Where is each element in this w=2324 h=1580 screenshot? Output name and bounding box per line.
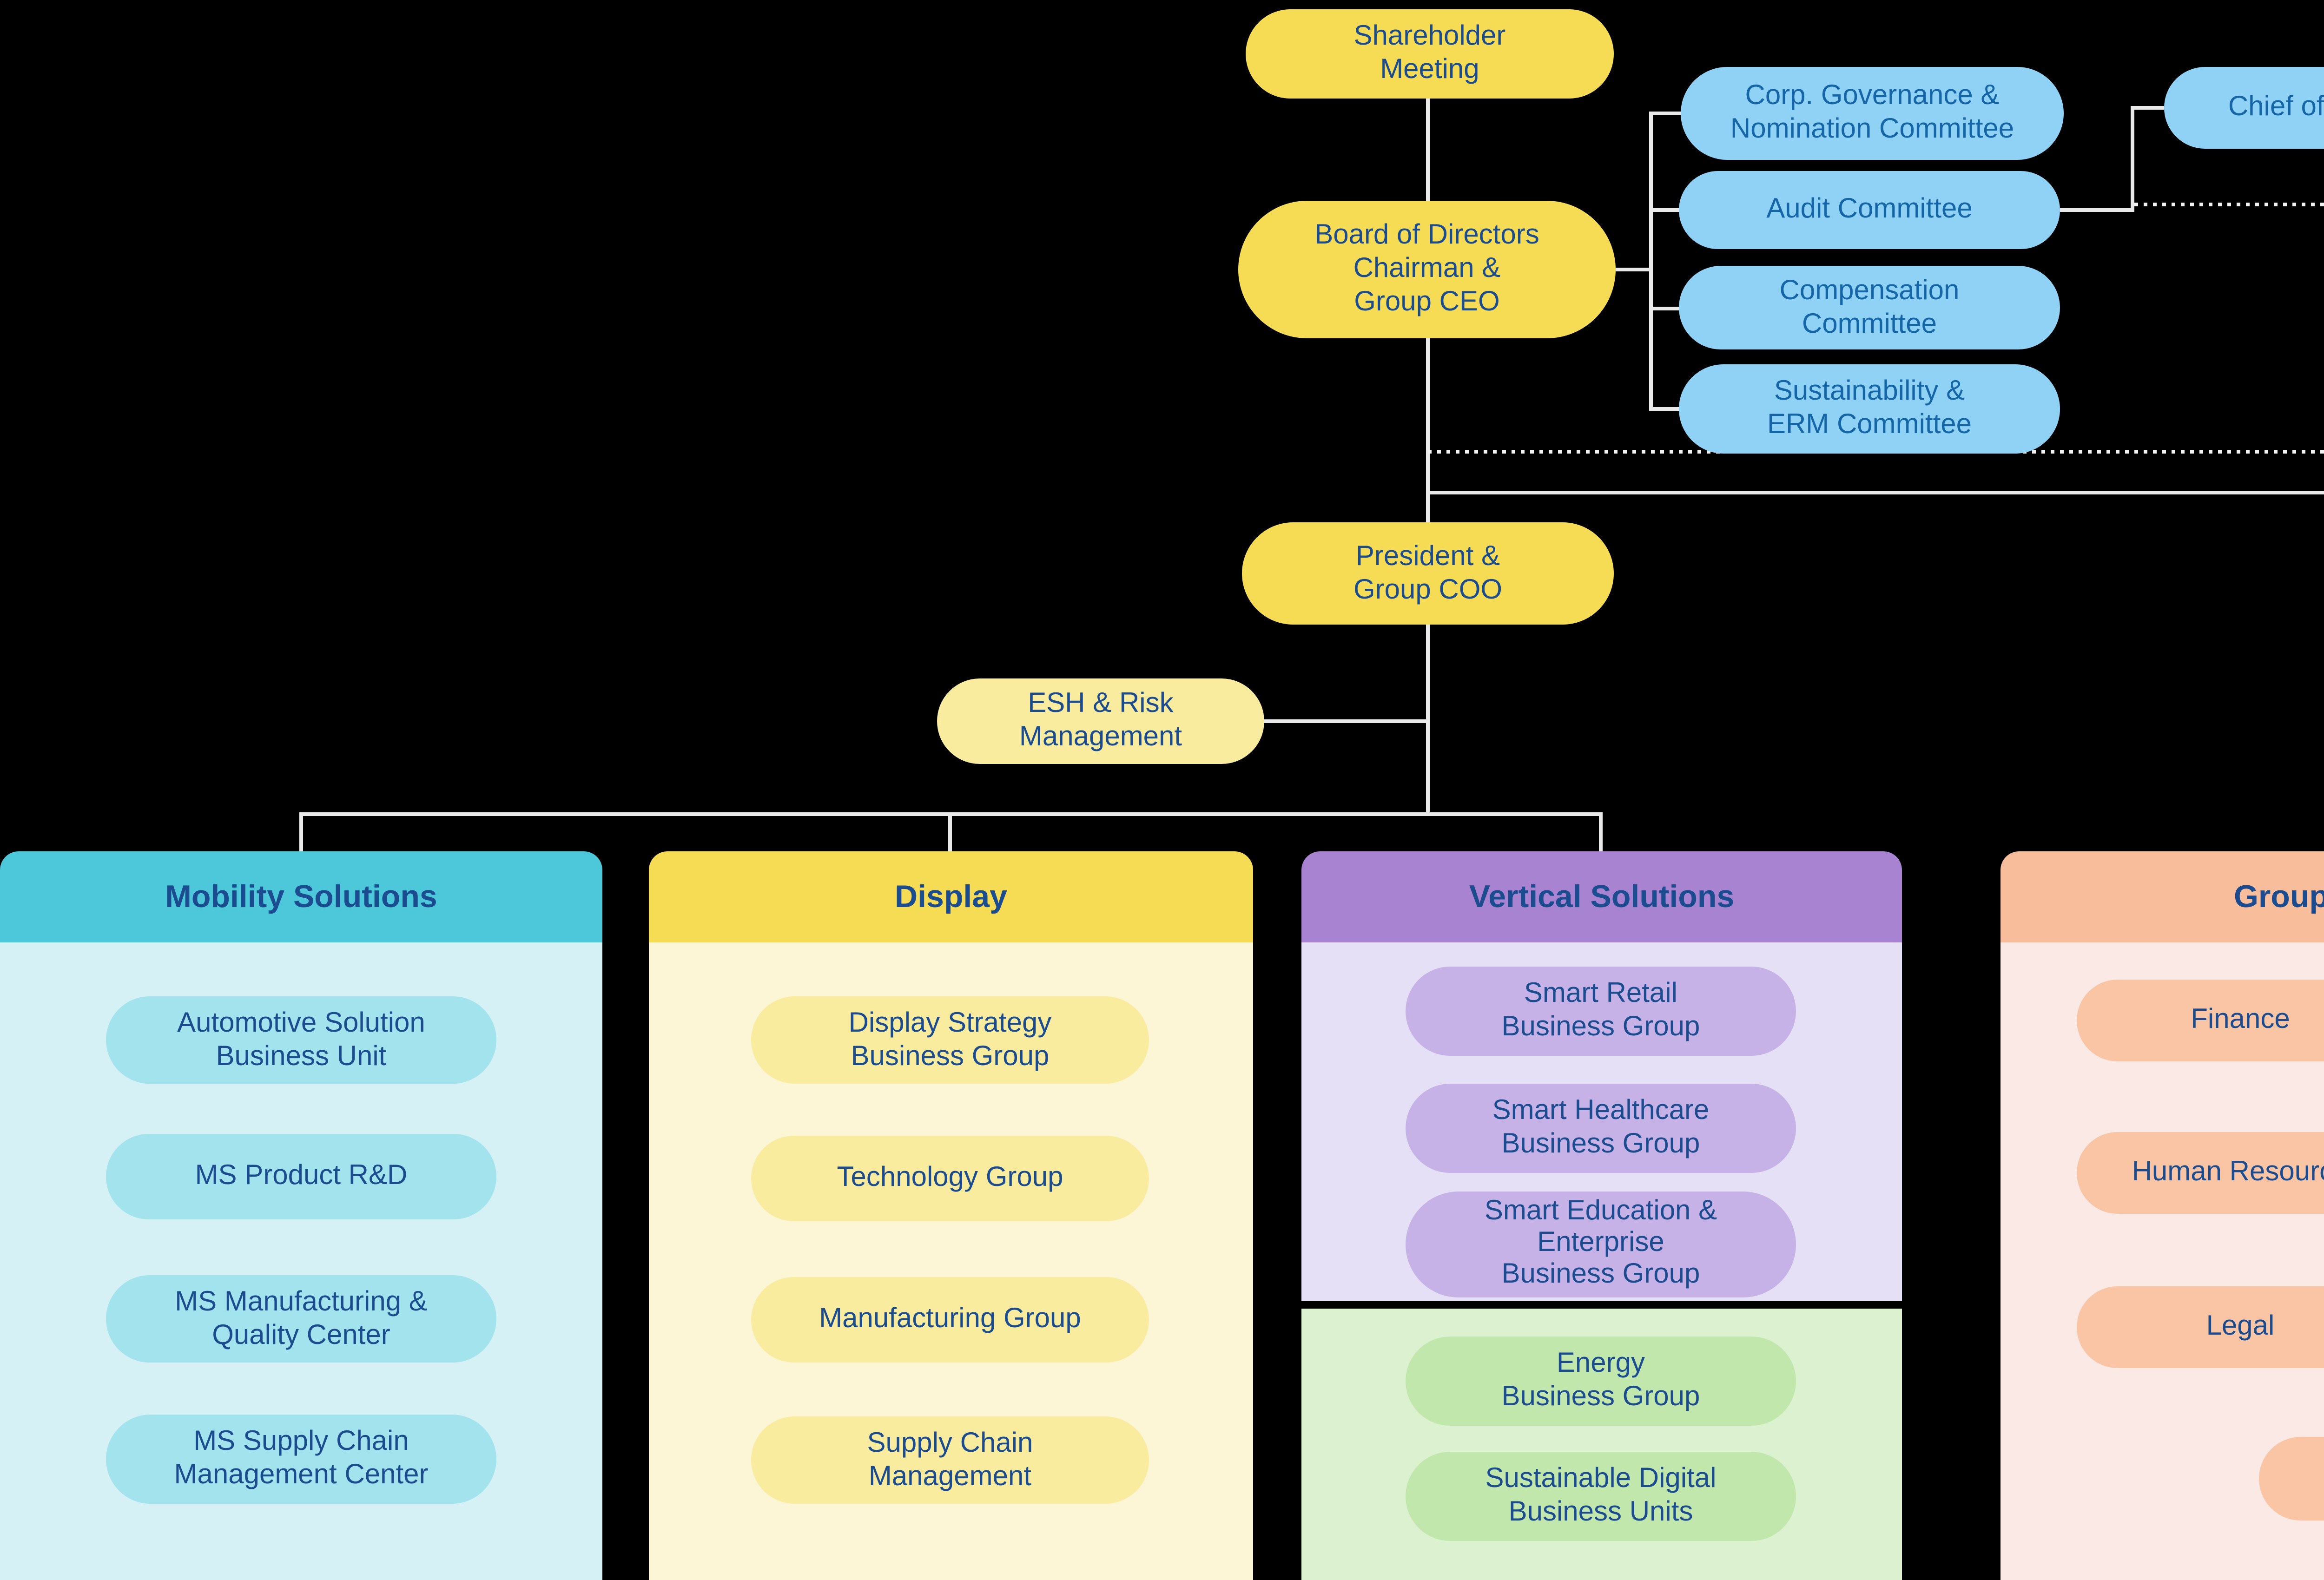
connector-shareholder-board (1426, 99, 1430, 203)
mobility-card-header: Mobility Solutions (0, 851, 602, 942)
node-legal: Legal (2077, 1286, 2324, 1368)
node-energy-bg: Energy Business Group (1406, 1336, 1796, 1426)
connector-to-infrastructure-h (1426, 491, 2324, 494)
node-board-of-directors: Board of Directors Chairman & Group CEO (1238, 201, 1616, 338)
connector-board-bracket-stub (1616, 268, 1651, 271)
connector-audit-chief-v (2131, 106, 2134, 212)
node-ms-product-rd: MS Product R&D (106, 1134, 496, 1219)
connector-committee-2-stub (1649, 208, 1681, 212)
connector-president-divisions (1426, 625, 1430, 814)
node-smart-education-enterprise-bg: Smart Education & Enterprise Business Gr… (1406, 1192, 1796, 1297)
node-audit-committee: Audit Committee (1679, 171, 2060, 249)
infrastructure-card-header: Group Infrastructure Unit (2000, 851, 2324, 942)
node-display-strategy-bg: Display Strategy Business Group (751, 996, 1149, 1084)
connector-committee-bracket (1649, 112, 1653, 411)
node-sustainability-erm-committee: Sustainability & ERM Committee (1679, 364, 2060, 454)
connector-esh-stub (1262, 719, 1428, 723)
connector-drop-display (948, 812, 952, 851)
connector-drop-mobility (299, 812, 303, 851)
node-technology-group: Technology Group (751, 1136, 1149, 1221)
node-ms-supply-chain: MS Supply Chain Management Center (106, 1415, 496, 1504)
connector-committee-3-stub (1649, 307, 1681, 310)
connector-committee-4-stub (1649, 407, 1681, 411)
node-human-resource: Human Resource (2077, 1132, 2324, 1214)
node-compensation-committee: Compensation Committee (1679, 266, 2060, 349)
vertical-card-header: Vertical Solutions (1301, 851, 1902, 942)
node-sustainable-digital-bu: Sustainable Digital Business Units (1406, 1452, 1796, 1541)
node-shareholder-meeting: Shareholder Meeting (1246, 9, 1614, 99)
node-ms-manufacturing-quality: MS Manufacturing & Quality Center (106, 1275, 496, 1363)
node-supply-chain-management: Supply Chain Management (751, 1416, 1149, 1504)
display-card-header: Display (649, 851, 1253, 942)
node-auditing: Auditing (2259, 1437, 2324, 1521)
node-president-group-coo: President & Group COO (1242, 522, 1614, 625)
node-smart-retail-bg: Smart Retail Business Group (1406, 967, 1796, 1056)
connector-drop-vertical (1599, 812, 1603, 851)
node-corp-governance-committee: Corp. Governance & Nomination Committee (1681, 67, 2064, 160)
connector-audit-chief-h2 (2131, 106, 2164, 110)
dotted-audit-right-edge (2134, 203, 2324, 206)
node-finance: Finance (2077, 980, 2324, 1061)
node-manufacturing-group: Manufacturing Group (751, 1277, 1149, 1363)
connector-board-president (1426, 336, 1430, 522)
node-esh-risk-management: ESH & Risk Management (937, 678, 1264, 764)
connector-audit-chief-h1 (2060, 208, 2134, 212)
node-automotive-solution-bu: Automotive Solution Business Unit (106, 996, 496, 1084)
node-chief-of-compliance: Chief of Compliance (2164, 67, 2324, 149)
connector-committee-1-stub (1649, 112, 1684, 115)
node-smart-healthcare-bg: Smart Healthcare Business Group (1406, 1084, 1796, 1173)
